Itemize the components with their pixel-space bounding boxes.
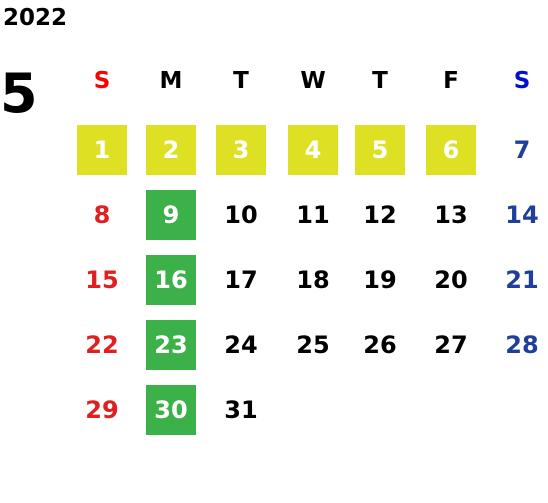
day-cell-16[interactable]: 16 (146, 255, 196, 305)
weekday-header-fri: F (443, 68, 459, 94)
day-cell-27[interactable]: 27 (434, 331, 468, 359)
day-cell-8[interactable]: 8 (93, 201, 111, 229)
day-cell-9[interactable]: 9 (146, 190, 196, 240)
day-cell-17[interactable]: 17 (224, 266, 258, 294)
day-cell-25[interactable]: 25 (296, 331, 330, 359)
day-cell-29[interactable]: 29 (85, 396, 119, 424)
weekday-header-sun: S (93, 68, 111, 94)
day-cell-12[interactable]: 12 (363, 201, 397, 229)
weekday-header-mon: M (159, 68, 183, 94)
day-cell-21[interactable]: 21 (505, 266, 539, 294)
year-label: 2022 (3, 5, 68, 31)
day-cell-20[interactable]: 20 (434, 266, 468, 294)
day-cell-24[interactable]: 24 (224, 331, 258, 359)
day-cell-1[interactable]: 1 (77, 125, 127, 175)
month-label: 5 (0, 62, 38, 125)
day-cell-19[interactable]: 19 (363, 266, 397, 294)
day-cell-23[interactable]: 23 (146, 320, 196, 370)
day-cell-14[interactable]: 14 (505, 201, 539, 229)
day-cell-22[interactable]: 22 (85, 331, 119, 359)
day-cell-26[interactable]: 26 (363, 331, 397, 359)
day-cell-15[interactable]: 15 (85, 266, 119, 294)
day-cell-13[interactable]: 13 (434, 201, 468, 229)
day-cell-18[interactable]: 18 (296, 266, 330, 294)
weekday-header-tue: T (233, 68, 249, 94)
weekday-header-sat: S (513, 68, 531, 94)
weekday-header-wed: W (300, 68, 326, 94)
day-cell-5[interactable]: 5 (355, 125, 405, 175)
day-cell-10[interactable]: 10 (224, 201, 258, 229)
day-cell-31[interactable]: 31 (224, 396, 258, 424)
day-cell-30[interactable]: 30 (146, 385, 196, 435)
day-cell-7[interactable]: 7 (513, 136, 531, 164)
day-cell-2[interactable]: 2 (146, 125, 196, 175)
day-cell-6[interactable]: 6 (426, 125, 476, 175)
day-cell-28[interactable]: 28 (505, 331, 539, 359)
weekday-header-thu: T (372, 68, 388, 94)
day-cell-3[interactable]: 3 (216, 125, 266, 175)
day-cell-4[interactable]: 4 (288, 125, 338, 175)
day-cell-11[interactable]: 11 (296, 201, 330, 229)
